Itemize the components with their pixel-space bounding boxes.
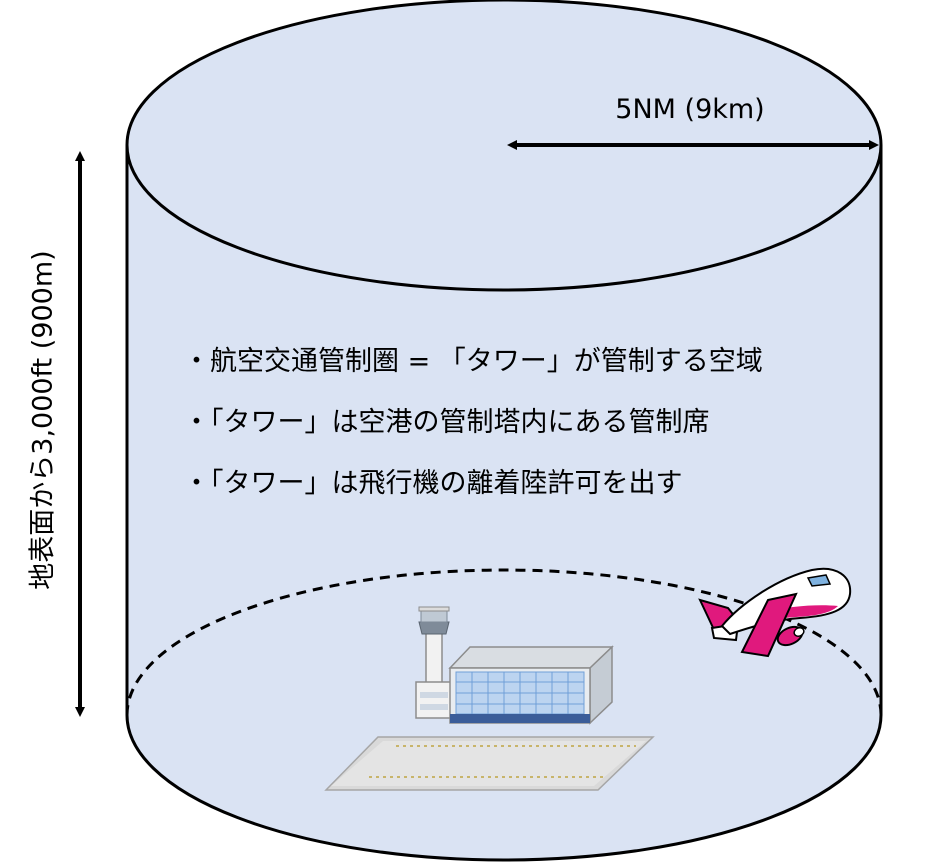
cylinder-top [125, 0, 883, 292]
description-item-airspace: ・航空交通管制圏 = 「タワー」が管制する空域 [183, 346, 763, 377]
description-item-tower-location: ・「タワー」は空港の管制塔内にある管制席 [183, 407, 710, 438]
description-item-tower-role: ・「タワー」は飛行機の離着陸許可を出す [183, 468, 683, 499]
height-label: 地表面から3,000ft (900m) [27, 250, 59, 590]
description-list: ・航空交通管制圏 = 「タワー」が管制する空域 ・「タワー」は空港の管制塔内にあ… [183, 342, 843, 525]
radius-label: 5NM (9km) [615, 94, 765, 125]
cylinder-bottom-back [125, 568, 883, 716]
cylinder-bottom-front [125, 714, 883, 862]
runway-icon [324, 736, 655, 791]
cylinder-body [127, 145, 881, 860]
airplane-icon [698, 567, 852, 658]
airport-terminal-icon [415, 606, 614, 725]
